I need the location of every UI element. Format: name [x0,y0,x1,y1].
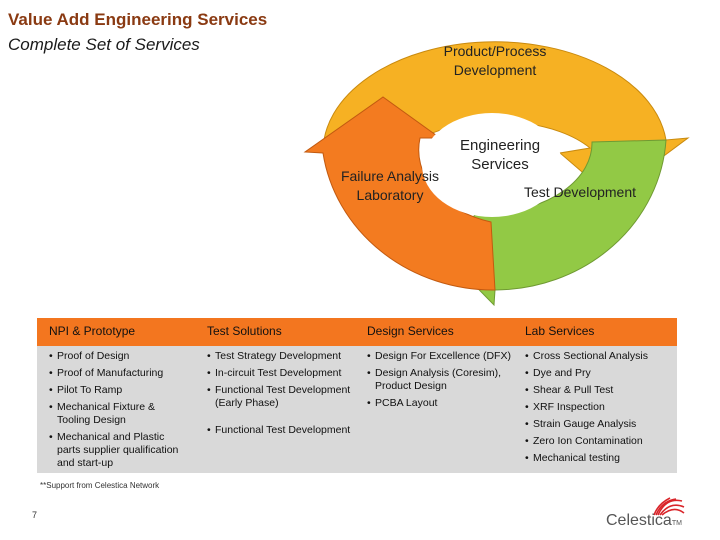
list-item: Mechanical testing [525,452,675,465]
list-item: Dye and Pry [525,367,675,380]
celestica-logo-icon [653,497,685,516]
list-item: Strain Gauge Analysis [525,418,675,431]
services-table: NPI & Prototype Test Solutions Design Se… [37,318,677,473]
list-item: Mechanical Fixture & Tooling Design [49,401,189,427]
list-item: Proof of Manufacturing [49,367,189,380]
list-item: Mechanical and Plastic parts supplier qu… [49,431,189,470]
list-item: Cross Sectional Analysis [525,350,675,363]
header-design-services: Design Services [367,324,454,338]
header-npi-prototype: NPI & Prototype [49,324,136,338]
list-item: XRF Inspection [525,401,675,414]
slide-title: Value Add Engineering Services [8,10,268,29]
list-item: Design Analysis (Coresim), Product Desig… [367,367,517,393]
footnote: **Support from Celestica Network [40,481,160,490]
failure-analysis-label: Failure Analysis Laboratory [340,168,440,203]
engineering-cycle-diagram [303,41,690,307]
list-item: Test Strategy Development [207,350,357,363]
logo-wordmark: Celestica [606,512,672,529]
list-item: Functional Test Development (Early Phase… [207,384,357,410]
product-process-label: Product/Process Development [443,43,547,78]
column-design-services: Design For Excellence (DFX) Design Analy… [367,350,517,414]
list-item: Shear & Pull Test [525,384,675,397]
logo-trademark: TM [671,520,682,527]
header-test-solutions: Test Solutions [207,324,282,338]
list-item: Functional Test Development [207,424,357,437]
center-hub [422,113,562,217]
list-item: PCBA Layout [367,397,517,410]
engineering-services-label: Engineering Services [459,137,541,173]
list-item: Pilot To Ramp [49,384,189,397]
header-lab-services: Lab Services [525,324,595,338]
column-npi-prototype: Proof of Design Proof of Manufacturing P… [49,350,189,474]
column-test-solutions: Test Strategy Development In-circuit Tes… [207,350,357,441]
list-item: Design For Excellence (DFX) [367,350,517,363]
column-lab-services: Cross Sectional Analysis Dye and Pry She… [525,350,675,469]
celestica-logo-text: CelesticaTM [606,512,682,530]
page-number: 7 [32,510,38,520]
list-item: In-circuit Test Development [207,367,357,380]
list-item: Proof of Design [49,350,189,363]
test-development-label: Test Development [523,184,637,200]
services-table-header: NPI & Prototype Test Solutions Design Se… [37,318,677,346]
slide-subtitle: Complete Set of Services [8,35,200,54]
list-item: Zero Ion Contamination [525,435,675,448]
